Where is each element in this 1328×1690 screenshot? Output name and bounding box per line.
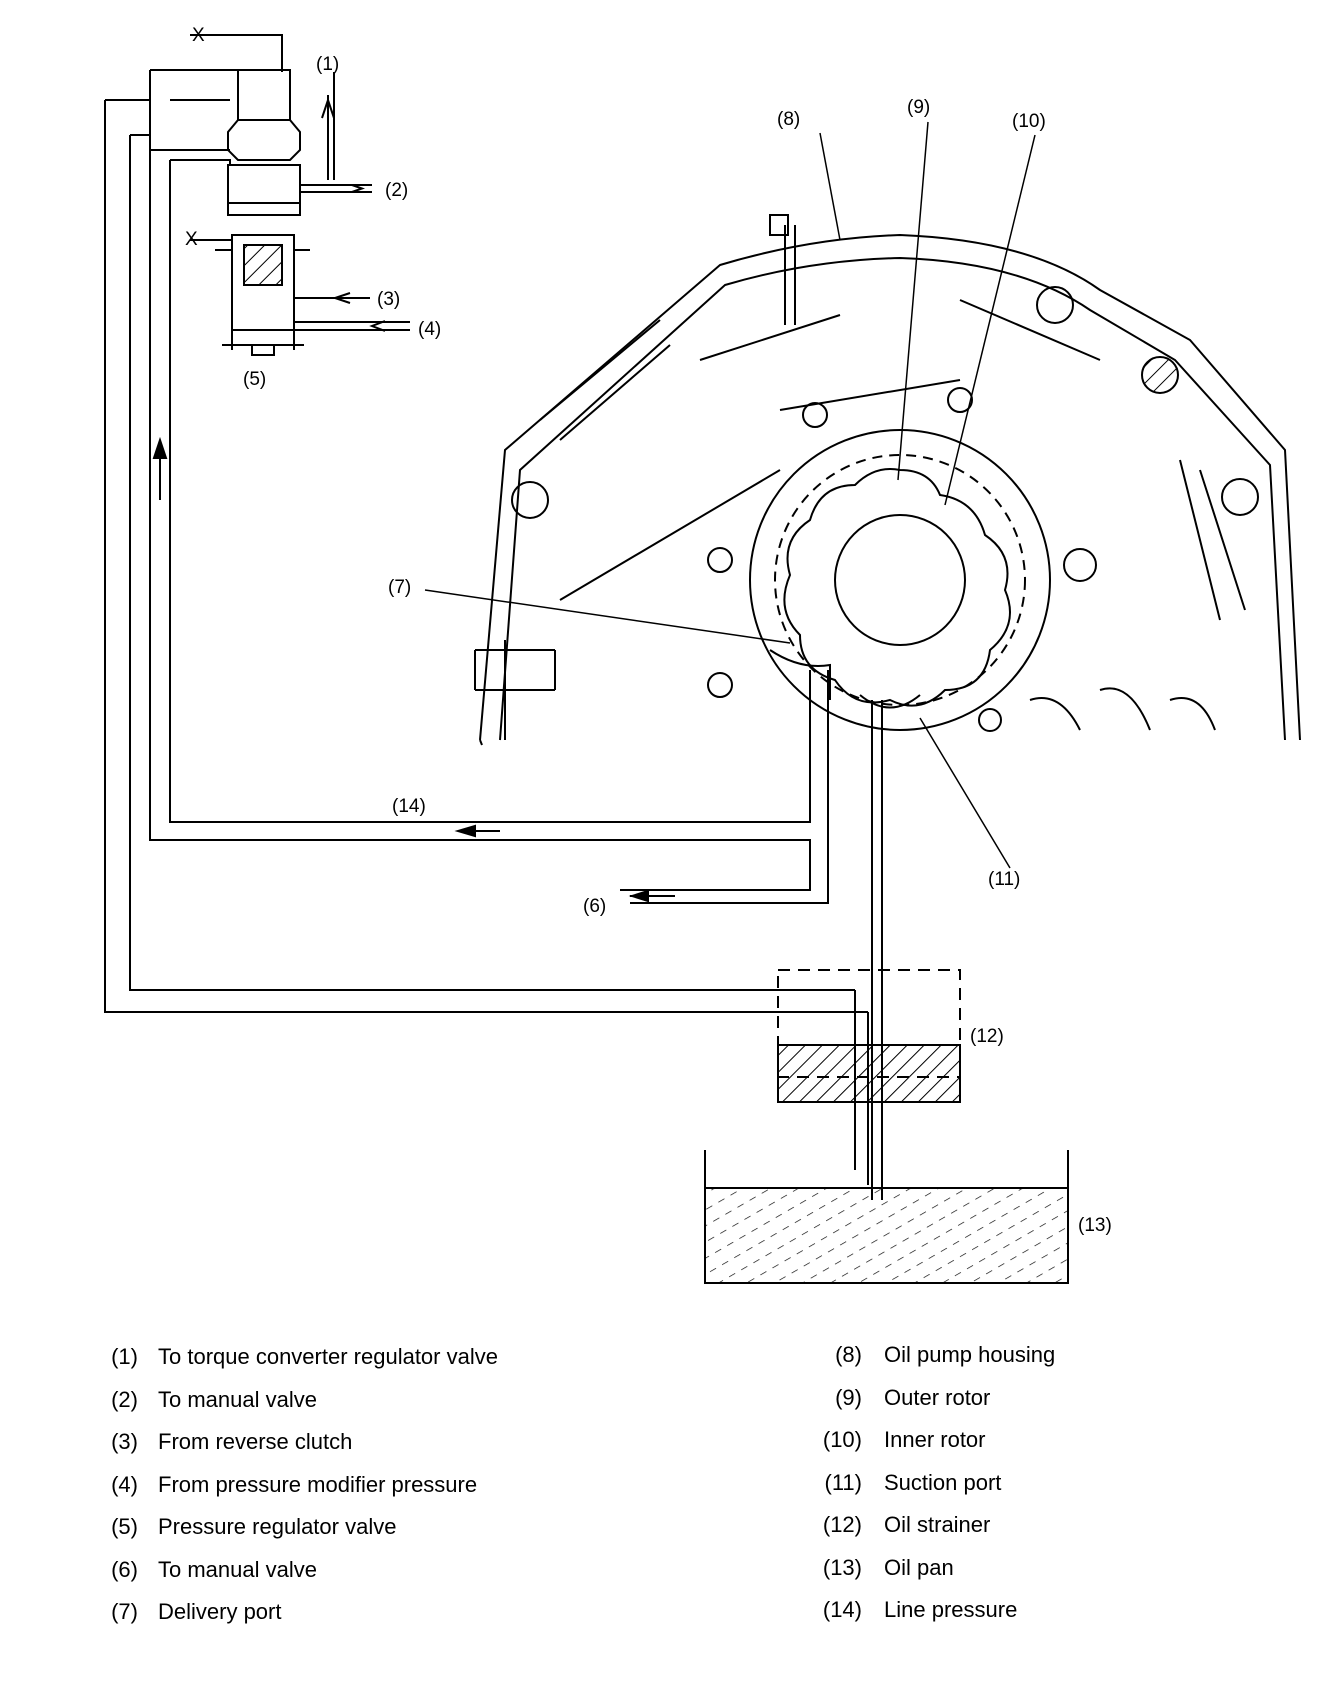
inner-rotor — [783, 468, 1011, 707]
legend-number: (13) — [822, 1554, 862, 1580]
legend-text: To manual valve — [158, 1386, 317, 1412]
legend-item: (8) Oil pump housing — [810, 1334, 1055, 1377]
legend-text: To manual valve — [158, 1556, 317, 1582]
legend-text: From pressure modifier pressure — [158, 1471, 478, 1497]
outer-rotor — [749, 429, 1051, 731]
legend-item: (13) Oil pan — [810, 1547, 1055, 1590]
legend-item: (7) Delivery port — [98, 1591, 498, 1634]
legend-text: Oil pan — [884, 1554, 954, 1580]
delivery-port — [769, 649, 831, 700]
legend-number: (1) — [111, 1344, 138, 1369]
oil-pump-hydraulic-diagram: X X (1) (2) (3) (4) (5) (6) (7) (8) (9) … — [104, 25, 1301, 1284]
legend-text: Oil strainer — [884, 1512, 991, 1537]
legend-number: (12) — [822, 1512, 862, 1537]
callout-5: (5) — [243, 369, 266, 390]
legend-item: (5) Pressure regulator valve — [98, 1506, 498, 1549]
legend-number: (11) — [824, 1469, 863, 1495]
callout-4: (4) — [418, 319, 441, 340]
callout-9: (9) — [907, 97, 930, 118]
legend-text: Delivery port — [158, 1599, 282, 1624]
callout-x-top: X — [192, 25, 205, 46]
callout-3: (3) — [377, 289, 400, 310]
pressure-regulator-valve — [149, 34, 310, 356]
legend-item: (1) To torque converter regulator valve — [98, 1336, 498, 1379]
legend-text: Inner rotor — [884, 1427, 986, 1452]
leader-lines — [424, 121, 1036, 869]
callout-10: (10) — [1012, 111, 1046, 132]
oil-strainer — [777, 969, 961, 1103]
legend-number: (6) — [111, 1556, 138, 1582]
legend-text: Suction port — [884, 1469, 1002, 1495]
inlet-reverse-clutch — [294, 292, 370, 304]
callout-x-mid: X — [185, 229, 198, 250]
callout-8: (8) — [777, 109, 800, 130]
legend-text: Oil pump housing — [884, 1342, 1056, 1367]
suction-port — [859, 694, 921, 709]
legend-number: (7) — [111, 1599, 138, 1624]
flow-arrows — [152, 436, 675, 903]
callout-labels: X X (1) (2) (3) (4) (5) (6) (7) (8) (9) … — [185, 25, 1112, 1236]
legend-number: (4) — [111, 1471, 138, 1497]
callout-6: (6) — [583, 896, 606, 917]
inlet-pressure-modifier — [294, 320, 410, 332]
outlet-to-torque-converter — [300, 72, 372, 193]
oil-pan — [704, 1150, 1069, 1284]
legend-text: Outer rotor — [884, 1384, 991, 1410]
legend-number: (10) — [822, 1427, 862, 1452]
legend-item: (11) Suction port — [810, 1462, 1055, 1505]
callout-2: (2) — [385, 180, 408, 201]
legend-item: (14) Line pressure — [810, 1589, 1055, 1632]
legend-text: Line pressure — [884, 1597, 1018, 1622]
callout-7: (7) — [388, 577, 411, 598]
legend-number: (14) — [822, 1597, 862, 1622]
legend-item: (4) From pressure modifier pressure — [98, 1464, 498, 1507]
line-pressure-circuit — [104, 99, 883, 1200]
callout-13: (13) — [1078, 1215, 1112, 1236]
callout-1: (1) — [316, 54, 339, 75]
legend-text: Pressure regulator valve — [158, 1514, 397, 1539]
legend-item: (12) Oil strainer — [810, 1504, 1055, 1547]
legend-number: (3) — [111, 1429, 138, 1454]
legend-number: (9) — [835, 1384, 862, 1410]
legend-item: (9) Outer rotor — [810, 1377, 1055, 1420]
legend-text: From reverse clutch — [158, 1429, 353, 1454]
legend-item: (2) To manual valve — [98, 1379, 498, 1422]
legend-number: (8) — [835, 1342, 862, 1367]
legend-right-column: (8) Oil pump housing (9) Outer rotor (10) I… — [810, 1334, 1055, 1632]
legend-number: (5) — [111, 1514, 138, 1539]
legend-item: (10) Inner rotor — [810, 1419, 1055, 1462]
callout-11: (11) — [988, 869, 1020, 890]
callout-12: (12) — [970, 1026, 1004, 1047]
oil-pump-housing — [474, 214, 1301, 746]
legend-item: (3) From reverse clutch — [98, 1421, 498, 1464]
legend-number: (2) — [111, 1386, 138, 1412]
legend-left-column: (1) To torque converter regulator valve (… — [98, 1336, 498, 1634]
legend-text: To torque converter regulator valve — [158, 1344, 498, 1369]
callout-14: (14) — [392, 796, 426, 817]
legend-item: (6) To manual valve — [98, 1549, 498, 1592]
